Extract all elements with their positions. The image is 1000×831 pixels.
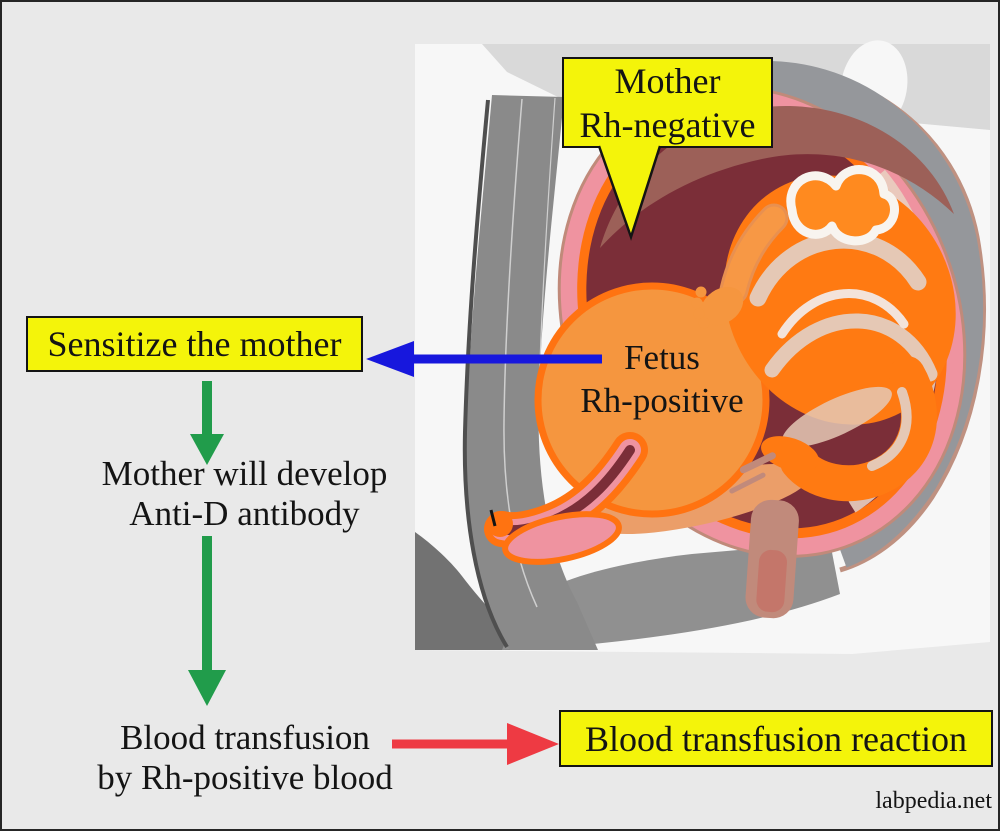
fetal-hands-loop	[786, 165, 899, 246]
fetus-rh-positive-label: Fetus Rh-positive	[542, 336, 782, 422]
sensitize-mother-label: Sensitize the mother	[47, 324, 342, 364]
rectum	[729, 452, 799, 619]
fetus-label-line1: Fetus	[624, 338, 700, 377]
green-arrow-2	[188, 536, 226, 706]
red-transfusion-arrow	[392, 723, 559, 765]
fetal-leg	[780, 356, 937, 502]
back-contour-line	[462, 99, 509, 649]
fetal-hand	[700, 286, 744, 326]
callout-line2: Rh-negative	[579, 104, 756, 145]
develop-label-line2: Anti-D antibody	[129, 494, 360, 533]
fetus	[534, 165, 956, 518]
mother-rh-negative-callout: Mother Rh-negative	[562, 57, 773, 148]
blood-transfusion-reaction-label: Blood transfusion reaction	[585, 718, 967, 759]
blood-transfusion-label: Blood transfusion by Rh-positive blood	[70, 718, 420, 798]
transfusion-label-line1: Blood transfusion	[120, 718, 370, 757]
fetal-foot	[761, 436, 819, 472]
blood-transfusion-reaction-box: Blood transfusion reaction	[559, 710, 993, 767]
callout-tail	[597, 145, 662, 241]
vulva	[502, 511, 622, 565]
green-arrow-1	[190, 381, 224, 465]
blue-sensitize-arrow	[366, 341, 602, 377]
birth-canal	[484, 432, 648, 565]
develop-label-line1: Mother will develop	[101, 454, 388, 493]
transfusion-label-line2: by Rh-positive blood	[97, 758, 393, 797]
watermark: labpedia.net	[875, 788, 992, 814]
buttock-shape	[415, 532, 536, 650]
mother-develops-antibody-label: Mother will develop Anti-D antibody	[62, 454, 427, 534]
callout-line1: Mother	[614, 60, 721, 101]
fetal-head	[534, 282, 770, 518]
fetus-label-line2: Rh-positive	[580, 381, 744, 420]
sensitize-mother-box: Sensitize the mother	[26, 316, 363, 372]
